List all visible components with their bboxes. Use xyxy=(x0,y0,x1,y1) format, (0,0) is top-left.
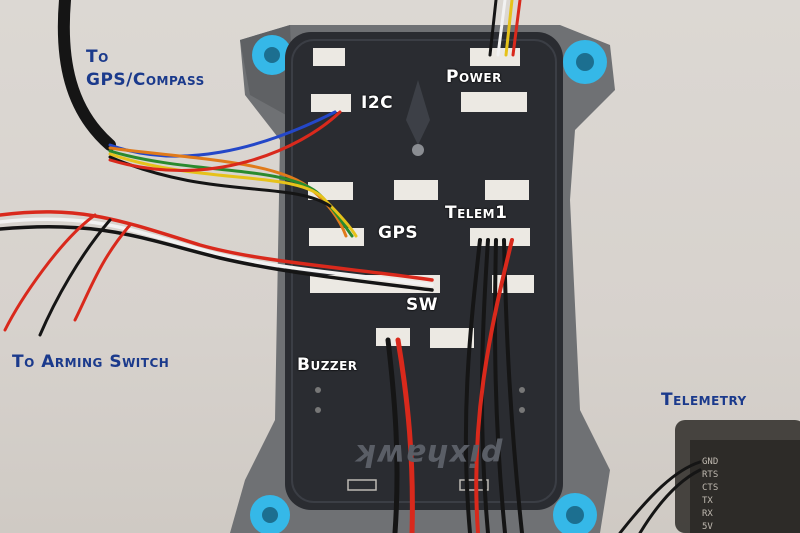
telemetry-pin: GND xyxy=(702,457,719,467)
gps-compass-cable xyxy=(57,0,358,238)
buzzer-port-label: Buzzer xyxy=(297,355,358,375)
telemetry-pin-list: GND RTS CTS TX RX 5V xyxy=(702,456,718,533)
power-port-label: Power xyxy=(446,67,502,87)
telemetry-pin: TX xyxy=(702,496,713,506)
telemetry-pin: RTS xyxy=(702,470,719,480)
sw-port-label: SW xyxy=(406,295,438,315)
damper-ring xyxy=(250,35,607,533)
telemetry-radio xyxy=(675,420,800,533)
i2c-port-label: I2C xyxy=(361,93,394,113)
gps-compass-label: To GPS/Compass xyxy=(86,46,205,92)
board-brand-text: pixhawk xyxy=(355,437,503,472)
buzzer-cable xyxy=(385,337,415,533)
telemetry-label: Telemetry xyxy=(661,390,747,410)
telem1-port-label: Telem1 xyxy=(445,203,508,223)
telemetry-pin: RX xyxy=(702,509,713,519)
telem1-cable xyxy=(463,238,702,533)
arming-switch-label: To Arming Switch xyxy=(12,352,170,372)
telemetry-pin: CTS xyxy=(702,483,719,493)
gps-compass-label-line1: To xyxy=(86,47,109,67)
gps-compass-label-line2: GPS/Compass xyxy=(86,70,205,90)
gps-port-label: GPS xyxy=(378,223,419,243)
power-cable xyxy=(488,0,522,57)
telemetry-pin: 5V xyxy=(702,522,713,532)
arming-switch-cable xyxy=(0,210,434,337)
